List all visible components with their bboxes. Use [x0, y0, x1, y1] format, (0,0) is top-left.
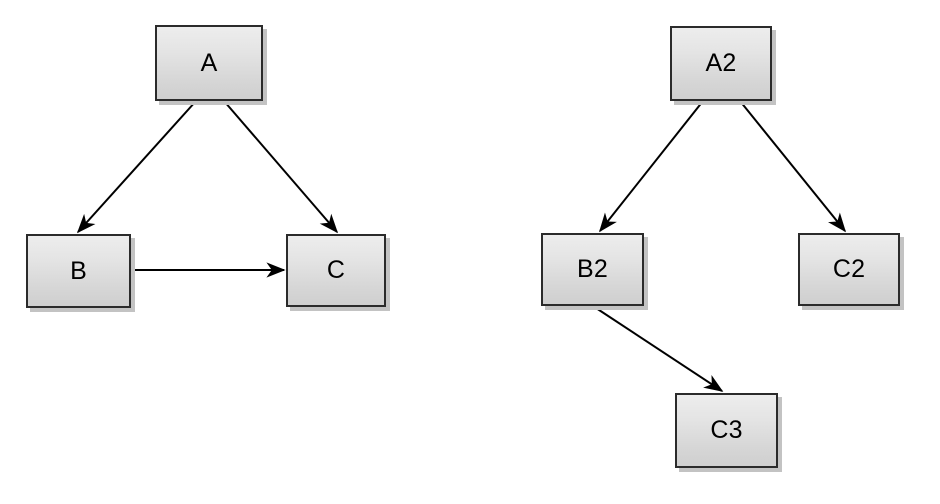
node-label: A: [200, 48, 218, 77]
node-label: C3: [710, 416, 743, 444]
edges-group: [76, 100, 847, 392]
node-c[interactable]: C: [286, 234, 386, 307]
edge-a2-to-c2: [739, 100, 847, 233]
edge-b2-to-c3: [595, 307, 724, 392]
node-label: B: [70, 256, 87, 285]
edge-a-to-b: [76, 100, 197, 234]
node-label: B2: [577, 255, 608, 283]
node-label: C: [326, 256, 346, 284]
node-a[interactable]: A: [155, 25, 263, 101]
node-b2[interactable]: B2: [541, 233, 644, 306]
edge-a2-to-b2: [599, 100, 704, 233]
node-label: A2: [705, 49, 737, 77]
node-c3[interactable]: C3: [675, 393, 778, 468]
edge-a-to-c: [223, 100, 339, 234]
node-c2[interactable]: C2: [798, 233, 900, 306]
node-label: C2: [832, 255, 866, 283]
node-b[interactable]: B: [26, 234, 131, 308]
node-a2[interactable]: A2: [670, 26, 772, 101]
